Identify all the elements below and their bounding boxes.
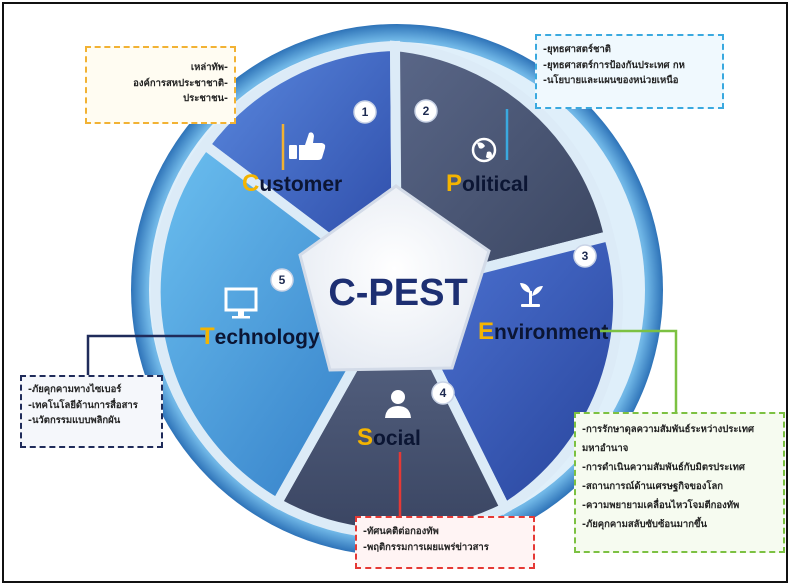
social-item: -ทัศนคติต่อกองทัพ xyxy=(363,526,439,537)
badge-1: 1 xyxy=(353,100,377,124)
customer-label: Customer xyxy=(242,170,342,197)
political-label-initial: P xyxy=(446,170,462,197)
political-item: -ยุทธศาสตร์การป้องกันประเทศ กห xyxy=(543,59,685,71)
technology-item: -เทคโนโลยีด้านการสื่อสาร xyxy=(28,399,138,411)
badge-5-text: 5 xyxy=(279,273,286,287)
political-item: -ยุทธศาสตร์ชาติ xyxy=(543,44,611,55)
environment-item: -ความพยายามเคลื่อนไหวโจมตีกองทัพ xyxy=(582,500,740,511)
political-item: -นโยบายและแผนของหน่วยเหนือ xyxy=(543,75,679,86)
environment-item: -การรักษาดุลความสัมพันธ์ระหว่างประเทศ xyxy=(582,424,755,435)
thumbs-up-icon xyxy=(289,132,326,160)
social-label: Social xyxy=(357,424,421,451)
badge-2-text: 2 xyxy=(423,104,430,118)
social-label-initial: S xyxy=(357,424,373,451)
badge-4-text: 4 xyxy=(440,386,447,400)
badge-3: 3 xyxy=(573,244,597,268)
badge-2: 2 xyxy=(414,99,438,123)
person-icon xyxy=(385,390,411,418)
environment-item: -สถานการณ์ด้านเศรษฐกิจของโลก xyxy=(582,481,724,492)
center-title: C-PEST xyxy=(328,272,467,314)
badge-5: 5 xyxy=(270,268,294,292)
social-callout: -ทัศนคติต่อกองทัพ -พฤติกรรมการเผยแพร่ข่า… xyxy=(355,516,535,569)
environment-item: มหาอำนาจ xyxy=(582,443,629,454)
environment-label: Environment xyxy=(478,318,608,345)
technology-connector xyxy=(86,334,205,375)
customer-callout: เหล่าทัพ- องค์การสหประชาชาติ- ประชาชน- xyxy=(85,46,236,124)
technology-label: Technology xyxy=(200,323,320,350)
environment-item: -การดำเนินความสัมพันธ์กับมิตรประเทศ xyxy=(582,462,745,473)
environment-item: -ภัยคุกคามสลับซับซ้อนมากขึ้น xyxy=(582,519,707,530)
sprout-icon xyxy=(520,283,543,307)
customer-item: ประชาชน- xyxy=(183,93,228,104)
badge-3-text: 3 xyxy=(582,249,589,263)
environment-callout: -การรักษาดุลความสัมพันธ์ระหว่างประเทศ มห… xyxy=(574,412,785,553)
environment-label-initial: E xyxy=(478,318,494,345)
political-label-rest: olitical xyxy=(462,173,529,196)
badge-4: 4 xyxy=(431,381,455,405)
technology-label-initial: T xyxy=(200,323,215,350)
badge-1-text: 1 xyxy=(362,105,369,119)
customer-item: องค์การสหประชาชาติ- xyxy=(133,77,228,89)
social-item: -พฤติกรรมการเผยแพร่ข่าวสาร xyxy=(363,541,489,553)
center-pentagon xyxy=(298,184,491,372)
environment-label-rest: nvironment xyxy=(494,321,608,344)
technology-item: -นวัตกรรมแบบพลิกผัน xyxy=(28,415,121,426)
technology-segment[interactable] xyxy=(150,137,404,510)
technology-item: -ภัยคุกคามทางไซเบอร์ xyxy=(28,384,122,395)
social-label-rest: ocial xyxy=(373,427,421,450)
customer-label-rest: ustomer xyxy=(259,173,342,196)
political-label: Political xyxy=(446,170,529,197)
environment-connector xyxy=(600,329,678,412)
technology-label-rest: echnology xyxy=(215,326,320,349)
customer-item: เหล่าทัพ- xyxy=(190,62,228,73)
technology-callout: -ภัยคุกคามทางไซเบอร์ -เทคโนโลยีด้านการสื… xyxy=(20,375,163,448)
political-callout: -ยุทธศาสตร์ชาติ -ยุทธศาสตร์การป้องกันประ… xyxy=(535,34,724,109)
customer-label-initial: C xyxy=(242,170,259,197)
globe-icon xyxy=(471,137,497,163)
monitor-icon xyxy=(224,287,258,319)
